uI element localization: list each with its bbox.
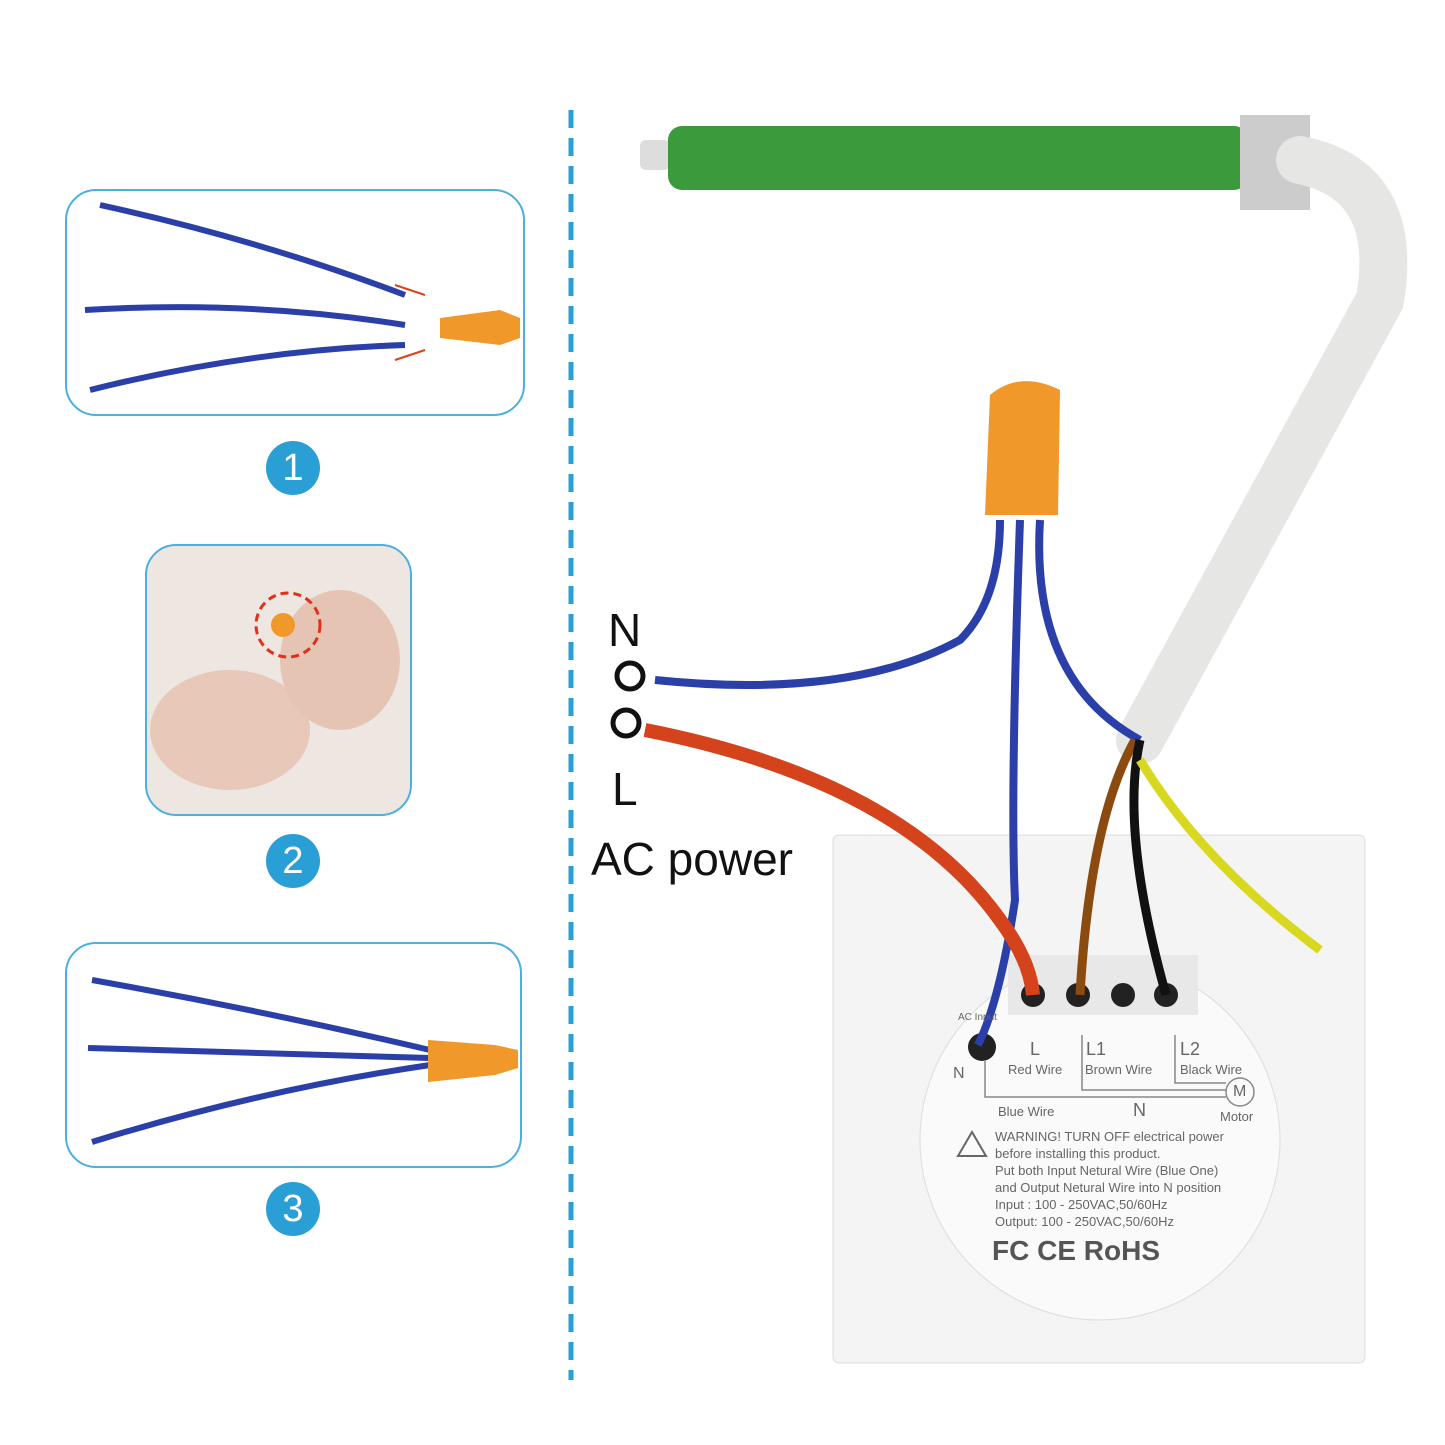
wire-nut-icon — [428, 1040, 518, 1082]
blue-wire-label: Blue Wire — [998, 1104, 1055, 1119]
n-terminal-icon — [614, 660, 646, 692]
n-plate-label: N — [953, 1065, 965, 1082]
warning-line: before installing this product. — [995, 1146, 1161, 1161]
wire-nut-connector — [985, 381, 1060, 515]
step-3-wires — [87, 977, 431, 1145]
motor-symbol-icon — [1225, 1077, 1255, 1107]
step-1-badge: 1 — [266, 441, 320, 495]
step-3-badge: 3 — [266, 1182, 320, 1236]
certification-logos: FC CE RoHS — [992, 1235, 1160, 1266]
ac-input-label: AC Input — [958, 1012, 997, 1023]
rotate-icon — [254, 591, 322, 659]
wire-nut-icon — [271, 613, 295, 637]
l-label: L — [612, 763, 638, 815]
motor-blue-wire — [1035, 519, 1142, 744]
warning-line: and Output Netural Wire into N position — [995, 1180, 1222, 1195]
l-terminal-icon — [610, 707, 642, 739]
motor-cable — [1116, 136, 1408, 764]
wire-nut-icon — [440, 310, 520, 345]
black-wire — [1129, 739, 1171, 997]
l-plate-label: L — [1030, 1039, 1041, 1059]
tubular-motor — [668, 126, 1248, 190]
warning-line: Output: 100 - 250VAC,50/60Hz — [995, 1214, 1174, 1229]
hand-image — [150, 670, 310, 790]
hand-image — [280, 590, 400, 730]
brown-wire — [1075, 737, 1139, 996]
black-wire-label: Black Wire — [1180, 1062, 1243, 1077]
live-wire — [643, 723, 1040, 996]
warning-line: Input : 100 - 250VAC,50/60Hz — [995, 1197, 1168, 1212]
l2-label: L2 — [1180, 1039, 1201, 1059]
warning-line: WARNING! TURN OFF electrical power — [995, 1129, 1224, 1144]
step-2-badge: 2 — [266, 834, 320, 888]
motor-end-cap — [640, 140, 670, 170]
motor-label: Motor — [1220, 1109, 1254, 1124]
earth-wire — [1136, 757, 1323, 954]
l1-label: L1 — [1086, 1039, 1107, 1059]
neutral-wire — [654, 519, 1004, 689]
n-bottom-label: N — [1133, 1100, 1146, 1120]
step-3-panel — [65, 942, 522, 1168]
motor-symbol: M — [1233, 1083, 1247, 1100]
terminal-empty — [1111, 983, 1135, 1007]
step-1-panel — [65, 189, 525, 416]
warning-text: WARNING! TURN OFF electrical power befor… — [995, 1128, 1224, 1230]
warning-icon — [956, 1130, 988, 1157]
arrow-icons — [394, 284, 426, 361]
red-wire-label: Red Wire — [1008, 1062, 1063, 1077]
schematic-lines — [984, 1035, 1226, 1098]
step-1-wires — [84, 202, 407, 393]
terminal-n — [968, 1033, 996, 1061]
n-label: N — [608, 604, 642, 656]
ac-power-label: AC power — [591, 833, 793, 885]
brown-wire-label: Brown Wire — [1085, 1062, 1153, 1077]
blue-wire-n — [974, 519, 1024, 1047]
warning-line: Put both Input Netural Wire (Blue One) — [995, 1163, 1219, 1178]
